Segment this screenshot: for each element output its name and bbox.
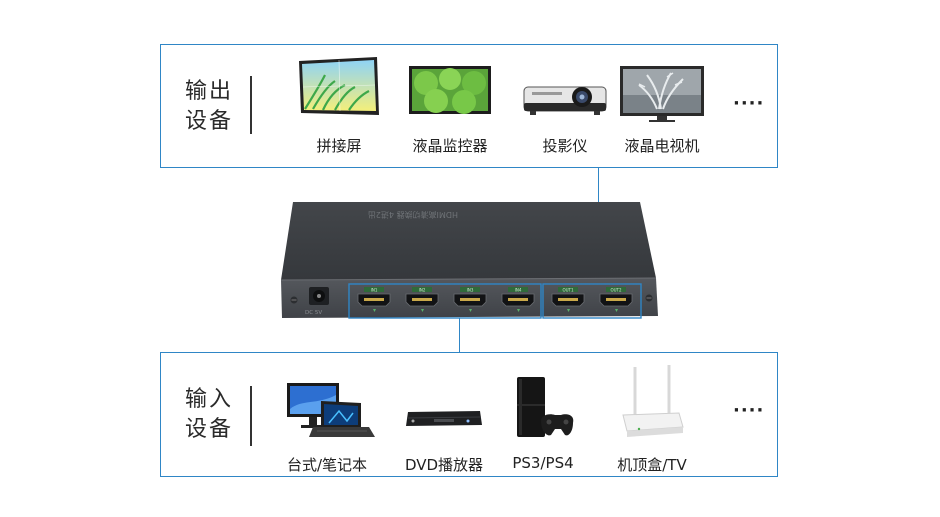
output-port-label-plate — [558, 287, 578, 292]
input-title-line-1: 输入 — [185, 387, 234, 412]
power-label: DC 5V — [305, 310, 322, 316]
device-label: DVD播放器 — [404, 456, 484, 474]
output-port-label: OUT1 — [562, 287, 574, 292]
input-port-label-plate — [364, 287, 384, 292]
input-port-label-plate — [508, 287, 528, 292]
device-dvd-player: DVD播放器 — [389, 353, 499, 476]
input-hdmi-port-4: IN4 — [501, 287, 535, 312]
input-hdmi-port-1: IN1 — [357, 287, 391, 312]
device-label: 台式/笔记本 — [286, 456, 368, 474]
lcd-tv-icon — [620, 66, 704, 122]
port-indicator — [567, 309, 570, 312]
device-desktop-laptop: 台式/笔记本 — [272, 353, 382, 476]
device-game-console: PS3/PS4 — [488, 353, 598, 476]
device-set-top-box: 机顶盒/TV — [597, 353, 707, 476]
port-indicator — [615, 309, 618, 312]
port-indicator — [373, 309, 376, 312]
desktop-laptop-icon — [287, 383, 375, 437]
device-label: PS3/PS4 — [512, 454, 574, 472]
output-hdmi-port-1: OUT1 — [551, 287, 585, 312]
dvd-player-icon — [406, 411, 482, 426]
projector-icon — [523, 86, 607, 115]
input-port-label: IN4 — [515, 287, 522, 292]
input-title-divider — [250, 386, 252, 446]
more-input-devices: ···· — [733, 400, 765, 421]
input-devices-panel: 输入 设备 台式/笔记本 DVD播放器 — [160, 352, 778, 477]
splicing-screen-icon — [299, 57, 379, 115]
hdmi-pins — [364, 298, 384, 301]
hdmi-pins — [460, 298, 480, 301]
dc-power-jack-icon — [309, 287, 329, 305]
output-port-label: OUT2 — [610, 287, 622, 292]
input-port-label: IN1 — [371, 287, 378, 292]
output-title-divider — [250, 76, 252, 134]
hdmi-pins — [558, 298, 578, 301]
device-label: 液晶监控器 — [412, 137, 488, 155]
input-port-label-plate — [460, 287, 480, 292]
port-indicator — [469, 309, 472, 312]
output-title-line-1: 输出 — [185, 79, 234, 104]
input-hdmi-port-2: IN2 — [405, 287, 439, 312]
output-hdmi-port-2: OUT2 — [599, 287, 633, 312]
device-lcd-monitor: 液晶监控器 — [395, 45, 505, 167]
device-label: 液晶电视机 — [624, 137, 700, 155]
input-connector-line — [459, 318, 460, 352]
port-indicator — [517, 309, 520, 312]
output-title-line-2: 设备 — [185, 109, 234, 134]
device-lcd-tv: 液晶电视机 — [607, 45, 717, 167]
output-ports-group — [542, 283, 642, 319]
screw-left-icon — [290, 296, 298, 304]
device-label: 拼接屏 — [316, 137, 362, 155]
game-console-icon — [517, 377, 574, 437]
input-title-line-2: 设备 — [185, 417, 234, 442]
output-devices-panel: 输出 设备 拼接屏 液晶监控器 — [160, 44, 778, 168]
hdmi-pins — [606, 298, 626, 301]
input-panel-title: 输入 设备 — [185, 385, 233, 445]
hdmi-pins — [412, 298, 432, 301]
device-projector: 投影仪 — [510, 45, 620, 167]
input-ports-group — [348, 283, 542, 319]
input-port-label-plate — [412, 287, 432, 292]
output-port-label-plate — [606, 287, 626, 292]
port-indicator — [421, 309, 424, 312]
set-top-box-icon — [622, 365, 684, 437]
switcher-top-label: HDMI高清切换器 4进2出 — [368, 210, 458, 220]
device-label: 机顶盒/TV — [617, 456, 687, 474]
device-label: 投影仪 — [542, 137, 588, 155]
input-hdmi-port-3: IN3 — [453, 287, 487, 312]
device-splicing-screen: 拼接屏 — [284, 45, 394, 167]
input-port-label: IN3 — [467, 287, 474, 292]
more-output-devices: ···· — [733, 93, 765, 114]
hdmi-pins — [508, 298, 528, 301]
lcd-monitor-icon — [409, 66, 491, 114]
switcher-top — [281, 202, 656, 280]
screw-right-icon — [645, 294, 653, 302]
input-port-label: IN2 — [419, 287, 426, 292]
output-panel-title: 输出 设备 — [185, 77, 233, 137]
